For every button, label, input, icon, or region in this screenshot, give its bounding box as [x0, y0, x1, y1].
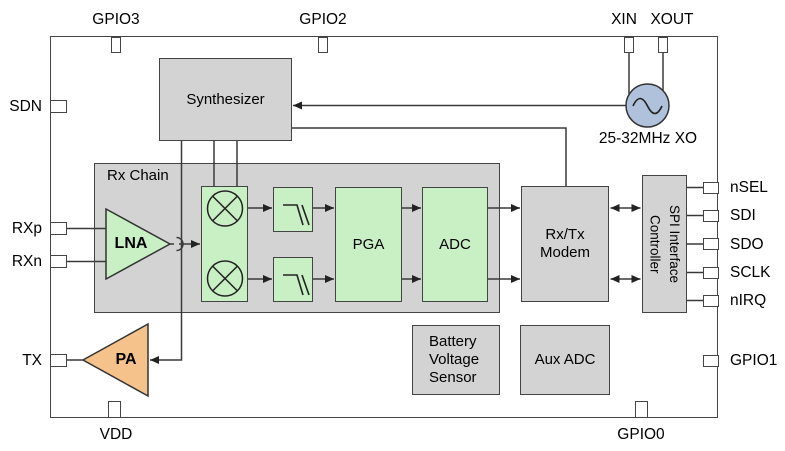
pin-sdn — [50, 100, 67, 113]
pin-nsel — [703, 181, 719, 194]
pin-label-rxn: RXn — [11, 253, 42, 270]
pin-xin — [624, 37, 634, 53]
pin-gpio0 — [635, 401, 648, 418]
pin-label-nsel: nSEL — [730, 179, 768, 196]
pin-sdi — [703, 209, 719, 222]
pin-label-xin: XIN — [611, 11, 637, 28]
pin-gpio1 — [703, 354, 719, 367]
rx-chain-label: Rx Chain — [107, 167, 169, 184]
mixer-block — [201, 186, 248, 302]
pin-sclk — [703, 266, 719, 279]
rx-tx-modem-label: Rx/Tx Modem — [539, 226, 591, 261]
synthesizer-block: Synthesizer — [159, 58, 292, 141]
lowpass-filter-block-i — [273, 187, 313, 232]
pin-nirq — [703, 294, 719, 307]
pin-sdo — [703, 238, 719, 250]
pin-label-nirq: nIRQ — [730, 292, 767, 309]
adc-block: ADC — [422, 187, 488, 302]
pa-label: PA — [115, 351, 137, 368]
pin-label-tx: TX — [22, 352, 42, 369]
pin-label-vdd: VDD — [99, 426, 133, 443]
pin-label-sclk: SCLK — [730, 264, 771, 281]
adc-label: ADC — [439, 235, 471, 253]
pin-rxp — [50, 222, 67, 235]
synthesizer-label: Synthesizer — [186, 90, 265, 108]
pin-label-sdi: SDI — [730, 207, 756, 224]
battery-voltage-sensor-label: Battery Voltage Sensor — [429, 333, 480, 386]
pin-tx — [50, 354, 67, 367]
pin-rxn — [50, 255, 67, 268]
pin-label-gpio1: GPIO1 — [730, 352, 778, 369]
rx-tx-modem-block: Rx/Tx Modem — [521, 186, 609, 302]
pin-label-rxp: RXp — [11, 220, 42, 237]
pin-label-gpio3: GPIO3 — [92, 11, 140, 28]
spi-interface-controller-block: SPI Interface Controller — [642, 175, 687, 313]
lna-label: LNA — [114, 235, 148, 252]
pin-gpio2 — [318, 37, 328, 53]
battery-voltage-sensor-block: Battery Voltage Sensor — [412, 325, 500, 395]
spi-interface-controller-label: SPI Interface Controller — [647, 204, 683, 284]
aux-adc-label: Aux ADC — [534, 351, 596, 368]
pin-label-sdo: SDO — [730, 235, 764, 253]
lowpass-filter-block-q — [273, 257, 313, 302]
pin-label-gpio2: GPIO2 — [299, 11, 347, 28]
pin-label-gpio0: GPIO0 — [617, 426, 665, 443]
pin-label-xout: XOUT — [650, 11, 694, 28]
pin-vdd — [108, 401, 121, 418]
pga-block: PGA — [335, 187, 402, 302]
pga-label: PGA — [352, 235, 385, 253]
pin-label-sdn: SDN — [9, 98, 42, 115]
pin-gpio3 — [111, 37, 121, 53]
aux-adc-block: Aux ADC — [520, 325, 610, 395]
pin-xout — [658, 37, 668, 53]
xo-label: 25-32MHz XO — [598, 130, 698, 147]
